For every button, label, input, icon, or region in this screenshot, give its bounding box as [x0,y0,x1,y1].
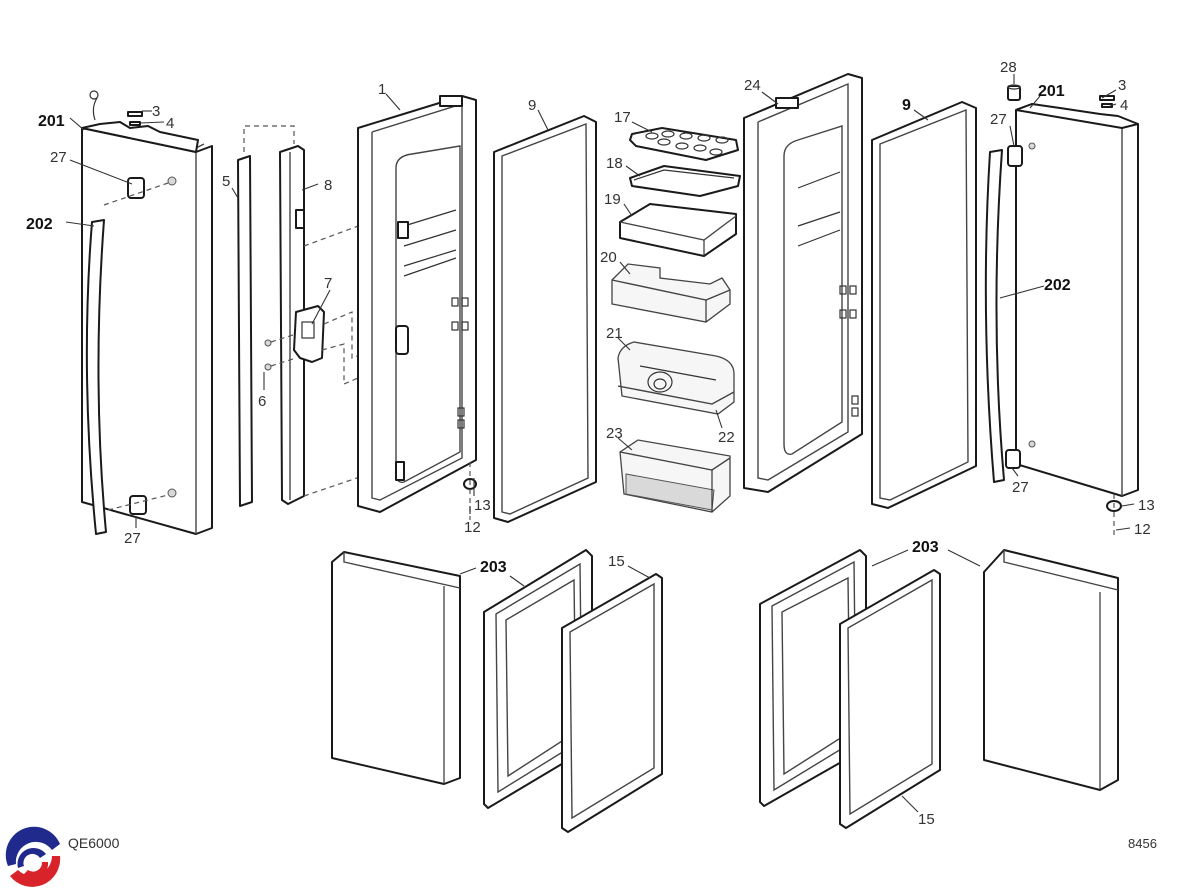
callout-5: 5 [222,173,230,190]
callout-17: 17 [614,109,631,126]
door-strip [237,155,253,507]
callout-labels: 201 3 4 27 202 27 5 8 7 6 1 9 13 12 17 1… [26,59,1155,828]
dairy-bin [619,203,737,257]
callout-12-left: 12 [464,519,481,536]
right-handle-bracket-top [1007,142,1036,167]
right-outer-door [1015,103,1139,497]
callout-28: 28 [1000,59,1017,76]
callout-15-left: 15 [608,553,625,570]
right-handle [984,149,1005,483]
callout-21: 21 [606,325,623,342]
egg-tray [629,127,739,161]
left-handle-bracket-top [103,176,177,206]
door-stop-left [463,462,477,520]
callout-4-right: 4 [1120,97,1128,114]
right-door-liner [743,73,863,493]
callout-27-left-top: 27 [50,149,67,166]
door-stop-right [1106,494,1122,536]
callout-3-left: 3 [152,103,160,120]
callout-12-right: 12 [1134,521,1151,538]
callout-203-right: 203 [912,539,939,556]
brand-swirl-logo [5,826,61,887]
callout-27-left-bottom: 27 [124,530,141,547]
callout-15-right: 15 [918,811,935,828]
door-gasket-left [493,115,597,523]
ice-tray-bin [619,439,731,513]
callout-27-right-top: 27 [990,111,1007,128]
callout-1: 1 [378,81,386,98]
left-drawer-gasket [561,573,663,833]
leader-lines [65,74,1135,813]
callout-202-left: 202 [26,216,53,233]
right-handle-bracket-bottom [1005,440,1036,469]
callout-20: 20 [600,249,617,266]
callout-18: 18 [606,155,623,172]
left-outer-door [81,90,213,535]
callout-23: 23 [606,425,623,442]
callout-201-left: 201 [38,113,65,130]
right-drawer-front [983,549,1119,791]
door-bin [611,263,731,323]
hinge-bushing [1007,84,1021,101]
dispenser-bracket [264,305,401,385]
left-drawer-front [331,551,461,785]
callout-9-right: 9 [902,97,911,114]
door-gasket-right [871,101,977,509]
ice-bucket [617,341,735,415]
callout-8: 8 [324,177,332,194]
hinge-cover-right [1099,95,1115,101]
callout-4-left: 4 [166,115,174,132]
shelf-lid [629,165,741,197]
callout-27-right-bottom: 27 [1012,479,1029,496]
callout-203-left: 203 [480,559,507,576]
document-number: 8456 [1128,836,1157,851]
callout-13-right: 13 [1138,497,1155,514]
screw-left [129,121,141,126]
model-number: QE6000 [68,835,120,851]
right-drawer-gasket [839,569,941,829]
left-handle [85,219,107,535]
callout-3-right: 3 [1118,77,1126,94]
callout-202-right: 202 [1044,277,1071,294]
callout-13-left: 13 [474,497,491,514]
callout-24: 24 [744,77,761,94]
callout-7: 7 [324,275,332,292]
callout-22: 22 [718,429,735,446]
callout-201-right: 201 [1038,83,1065,100]
left-handle-bracket-bottom [107,488,177,515]
left-door-liner [357,95,477,513]
callout-6: 6 [258,393,266,410]
callout-19: 19 [604,191,621,208]
hinge-cover-left [127,111,143,117]
callout-9-left: 9 [528,97,536,114]
